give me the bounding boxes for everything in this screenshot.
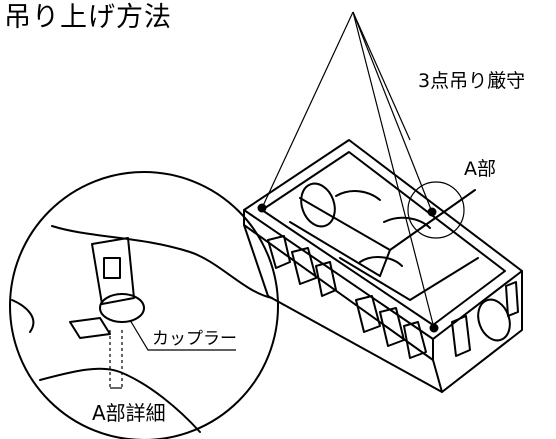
detail-view [9,171,279,439]
detail-marker-label: A部 [464,158,496,180]
rule-note: 3点吊り厳守 [418,70,526,92]
coupler-label: カップラー [152,329,237,349]
detail-title: A部詳細 [92,401,166,425]
detail-marker-circle [407,181,465,239]
sling-lines [261,11,435,329]
concrete-box [243,139,523,393]
diagram-title: 吊り上げ方法 [4,2,172,33]
detail-circle [9,171,279,439]
